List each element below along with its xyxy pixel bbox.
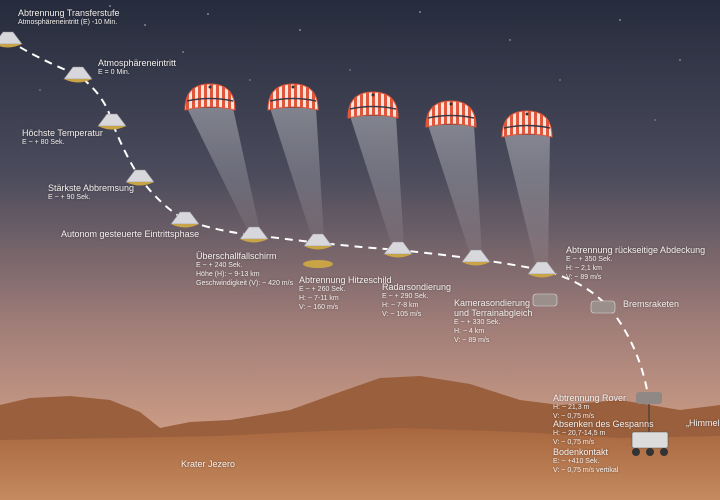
capsule-icon <box>383 241 413 258</box>
crater-label: Krater Jezero <box>181 459 236 469</box>
stage-label: Bremsraketen <box>623 299 680 309</box>
capsule-icon <box>63 66 93 83</box>
capsule-icon <box>239 226 269 243</box>
parachutes <box>184 83 553 266</box>
capsules <box>0 31 669 456</box>
heatshield-icon <box>303 260 333 268</box>
parachute-icon <box>267 83 324 238</box>
capsule-icon <box>0 31 23 48</box>
parachute-icon <box>347 91 404 246</box>
capsule-icon <box>170 211 200 228</box>
descent-stage-icon <box>532 293 558 307</box>
capsule-icon <box>527 261 557 278</box>
capsule-icon <box>303 233 333 250</box>
skycrane-rover-icon <box>631 392 669 456</box>
stage-label: Autonom gesteuerte Eintrittsphase <box>61 229 200 239</box>
capsule-icon <box>461 249 491 266</box>
capsule-icon <box>97 113 127 130</box>
skycrane-label: „Himmelskran“ <box>686 418 720 428</box>
stars <box>39 5 681 121</box>
parachute-icon <box>501 110 553 266</box>
ground <box>0 428 720 500</box>
capsule-icon <box>125 169 155 186</box>
parachute-icon <box>184 83 260 231</box>
descent-stage-icon <box>590 300 616 314</box>
parachute-icon <box>425 100 482 254</box>
